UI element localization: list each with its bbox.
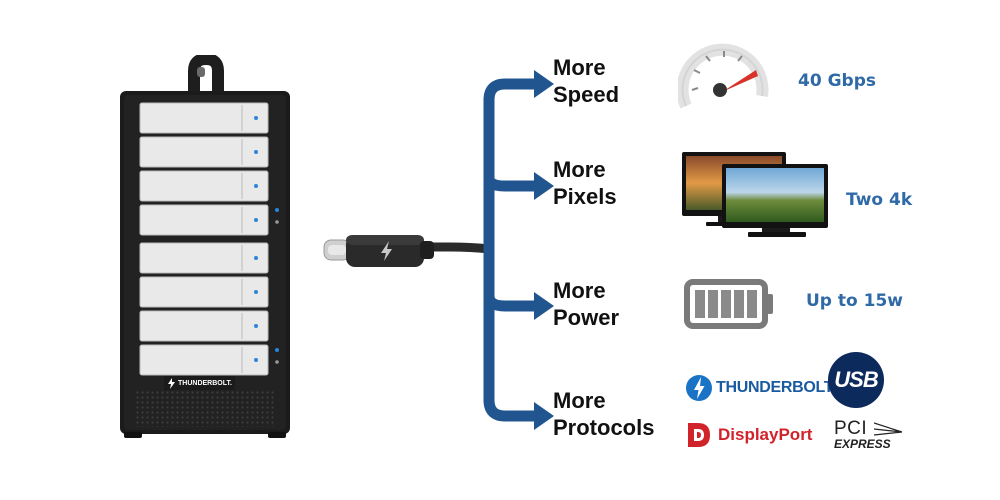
pci-express-logo: PCI EXPRESS [834,418,914,454]
feature-label-pixels: More Pixels [553,157,617,209]
feature-label-speed: More Speed [553,55,620,107]
monitors-icon [682,152,828,237]
battery-icon [684,279,773,329]
feature-label-protocols: More Protocols [553,388,655,440]
speed-value: 40 Gbps [798,71,876,91]
branch-arrows [483,70,554,430]
vent-grille [136,391,274,427]
pixels-value: Two 4k [846,190,913,210]
drive-bays-upper [139,102,269,236]
drive-bays-lower [139,242,269,376]
displayport-logo-icon [688,423,710,447]
thunderbolt-logo: THUNDERBOLT. [686,372,836,404]
enclosure-handle [188,55,224,93]
speedometer-icon [678,43,769,109]
thunderbolt-logo-icon [686,375,712,401]
drive-enclosure [120,55,290,438]
usb-logo: USB [828,352,884,408]
thunderbolt-cable-icon [381,241,392,261]
thunderbolt-cable [323,235,491,267]
displayport-logo: DisplayPort [686,420,812,450]
feature-label-power: More Power [553,278,620,330]
power-value: Up to 15w [806,291,903,311]
thunderbolt-small-icon [168,377,175,389]
enclosure-brand-badge: THUNDERBOLT. [164,376,235,390]
pci-express-arrow-icon [874,422,903,436]
